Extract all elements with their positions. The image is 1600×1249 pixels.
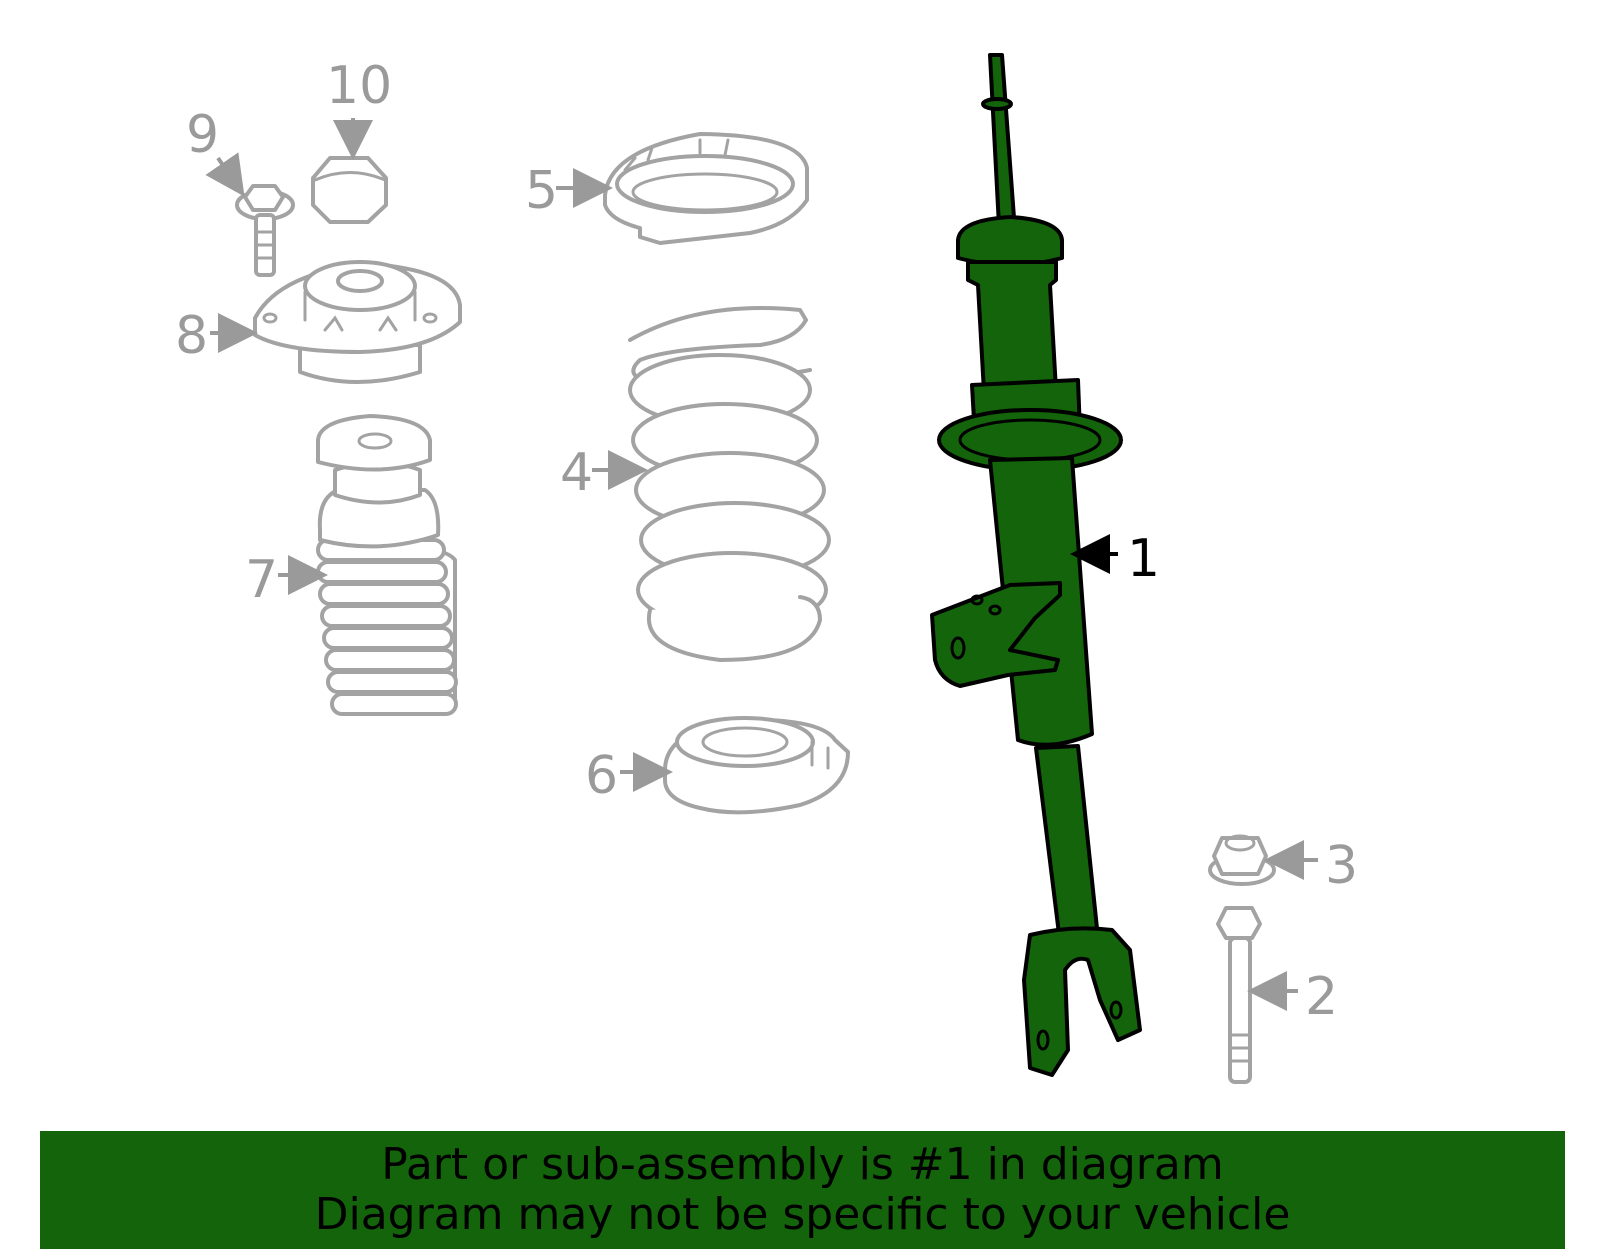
banner-line-2: Diagram may not be specific to your vehi… — [314, 1189, 1291, 1240]
callout-10: 10 — [326, 56, 392, 116]
part-5-upper-spring-seat — [556, 132, 809, 245]
part-1-strut-assembly — [930, 53, 1142, 1077]
part-2-bolt — [1216, 906, 1298, 1084]
callout-4: 4 — [560, 443, 593, 503]
part-6-lower-spring-seat — [620, 716, 850, 815]
callout-7: 7 — [245, 550, 278, 610]
part-9-bolt — [205, 152, 295, 277]
callout-2: 2 — [1305, 967, 1338, 1027]
callout-8: 8 — [175, 306, 208, 366]
part-10-cap — [311, 118, 388, 224]
callout-6: 6 — [585, 746, 618, 806]
part-3-nut — [1208, 834, 1318, 886]
part-4-coil-spring — [592, 306, 831, 662]
banner-line-1: Part or sub-assembly is #1 in diagram — [381, 1139, 1224, 1190]
part-7-dust-boot — [278, 414, 458, 716]
info-banner: Part or sub-assembly is #1 in diagram Di… — [40, 1131, 1565, 1249]
parts-diagram: 1 2 3 4 5 6 7 8 9 10 — [175, 53, 1358, 1084]
callout-9: 9 — [186, 105, 219, 165]
callout-3: 3 — [1325, 836, 1358, 896]
callout-5: 5 — [525, 161, 558, 221]
part-8-strut-mount — [210, 260, 462, 384]
callout-1: 1 — [1127, 529, 1160, 589]
